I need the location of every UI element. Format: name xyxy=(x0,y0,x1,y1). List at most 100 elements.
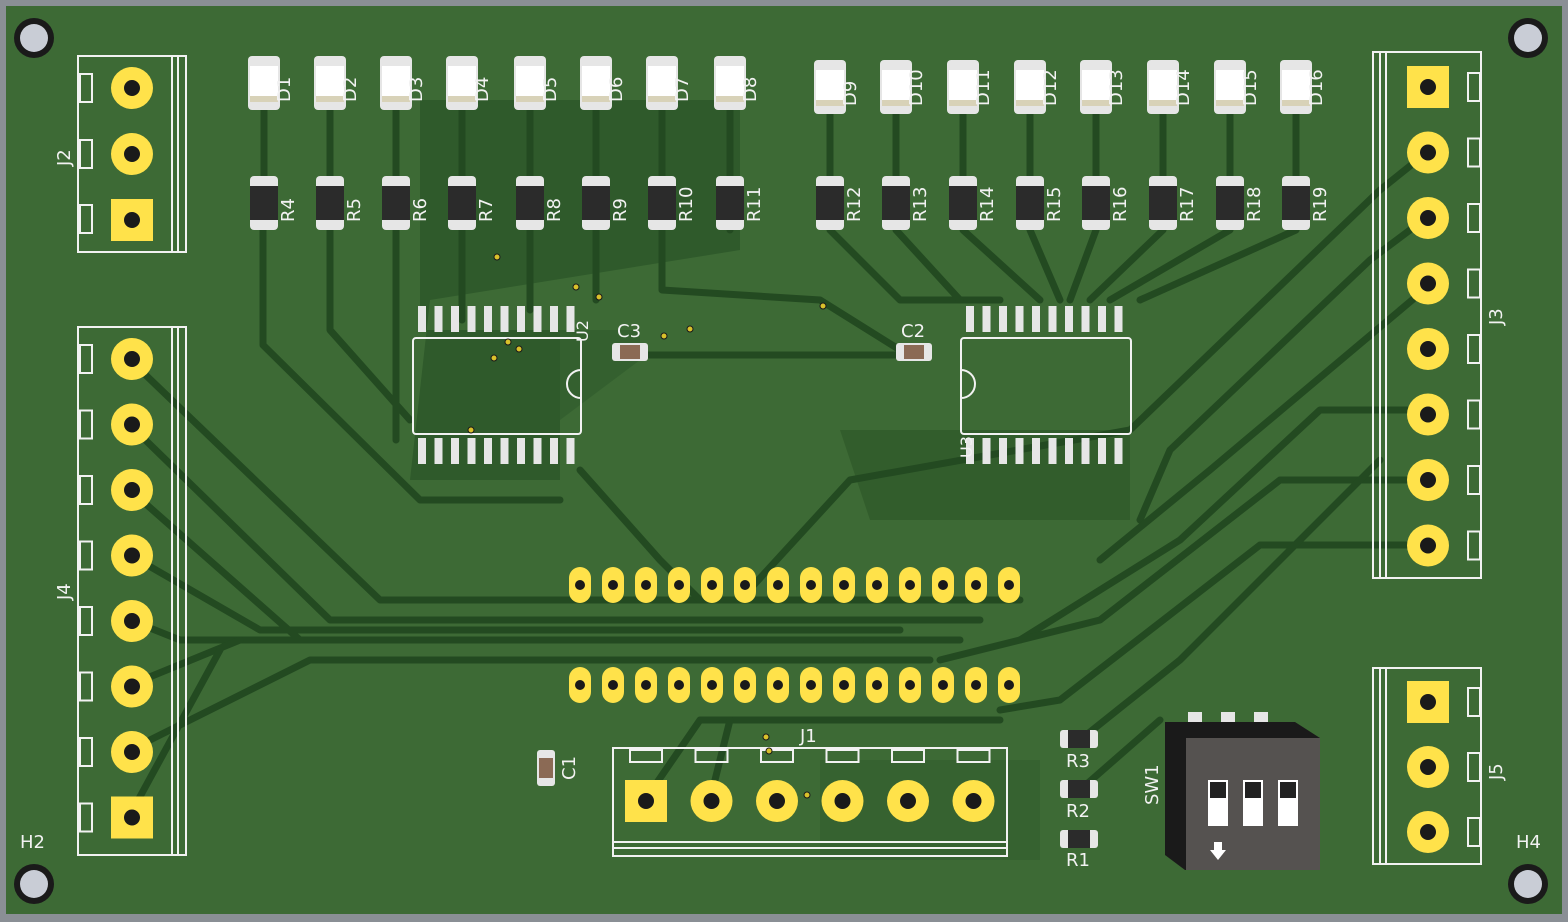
capacitor-c3: C3 xyxy=(612,321,648,361)
ic-pin xyxy=(451,438,459,464)
header-pin xyxy=(635,667,657,703)
header-pin xyxy=(800,667,822,703)
ic-pin xyxy=(1114,306,1123,332)
led: D15 xyxy=(1214,60,1261,114)
resistor-label: R11 xyxy=(744,187,765,222)
led-label: D14 xyxy=(1173,69,1194,106)
ic-pin xyxy=(1065,438,1073,464)
header-pin xyxy=(767,667,789,703)
header-pin xyxy=(734,567,756,603)
resistor-label: R18 xyxy=(1244,187,1265,222)
mount-hole-label-h4: H4 xyxy=(1516,832,1541,853)
led: D8 xyxy=(714,56,761,110)
ic-pin xyxy=(550,438,558,464)
terminal-pad xyxy=(111,469,153,511)
ic-pin xyxy=(1015,306,1024,332)
terminal-pad xyxy=(887,780,929,822)
ic-pin xyxy=(1032,438,1040,464)
terminal-pad xyxy=(1407,811,1449,853)
terminal-pad xyxy=(1407,328,1449,370)
resistor-label: R8 xyxy=(544,198,565,222)
terminal-pad xyxy=(111,67,153,109)
terminal-pad xyxy=(111,665,153,708)
ic-pin xyxy=(1015,438,1024,464)
header-pin xyxy=(833,667,855,703)
ic-pin xyxy=(1065,306,1073,332)
switch-arrow-icon xyxy=(1210,850,1226,860)
ic-pin xyxy=(999,438,1007,464)
resistor: R6 xyxy=(382,176,431,230)
led-label: D10 xyxy=(906,69,927,106)
capacitor-c1: C1 xyxy=(537,750,580,786)
header-pin xyxy=(965,667,987,703)
resistor-label: R9 xyxy=(610,198,631,222)
resistor: R9 xyxy=(582,176,631,230)
header-pin xyxy=(899,567,921,603)
led-label: D1 xyxy=(274,77,295,102)
led-label: D5 xyxy=(540,77,561,102)
switch-label: SW1 xyxy=(1142,764,1163,805)
ic-pin xyxy=(982,306,991,332)
ic-pin xyxy=(966,438,974,464)
connector-label-j4: J4 xyxy=(54,583,75,601)
ic-pin xyxy=(1098,306,1106,332)
ic-pin xyxy=(566,438,575,464)
board-substrate xyxy=(6,6,1562,914)
resistor-label: R16 xyxy=(1110,187,1131,222)
ic-label-u3: U3 xyxy=(957,436,976,458)
ic-pin xyxy=(517,438,525,464)
terminal-pad xyxy=(1407,197,1449,239)
terminal-pad xyxy=(111,133,153,175)
led: D5 xyxy=(514,56,561,110)
ic-pin xyxy=(999,306,1007,332)
cap-label-c3: C3 xyxy=(617,321,641,342)
terminal-pad xyxy=(1407,459,1449,501)
led: D6 xyxy=(580,56,627,110)
led: D16 xyxy=(1280,60,1327,114)
resistor: R15 xyxy=(1016,176,1065,230)
ic-pin xyxy=(1081,438,1090,464)
pin-header-row-bottom xyxy=(569,667,1020,703)
ic-u3: U3 xyxy=(957,306,1132,464)
led: D12 xyxy=(1014,60,1061,114)
led: D11 xyxy=(947,60,994,114)
connector-j5: J5 xyxy=(1372,667,1507,865)
header-pin xyxy=(602,567,624,603)
connector-j4: J4 xyxy=(54,326,187,856)
ic-pin xyxy=(500,438,509,464)
resistor-r1: R1 xyxy=(1060,830,1098,871)
cap-label-c1: C1 xyxy=(559,756,580,780)
header-pin xyxy=(767,567,789,603)
led: D9 xyxy=(814,60,861,114)
header-pin xyxy=(602,667,624,703)
resistor-label: R17 xyxy=(1177,187,1198,222)
terminal-pad xyxy=(1407,131,1449,174)
resistor-label: R6 xyxy=(410,198,431,222)
header-pin xyxy=(569,567,591,603)
res-label-r2: R2 xyxy=(1066,801,1090,822)
connector-j1: J1 xyxy=(612,726,1008,857)
ic-u2: U2 xyxy=(412,306,592,464)
led: D13 xyxy=(1080,60,1127,114)
ic-pin xyxy=(418,306,426,332)
header-pin xyxy=(866,567,888,603)
ic-pin xyxy=(467,438,476,464)
header-pin xyxy=(899,667,921,703)
resistor-label: R7 xyxy=(476,198,497,222)
ic-pin xyxy=(533,306,542,332)
ic-pin xyxy=(484,306,492,332)
header-pin xyxy=(998,667,1020,703)
ic-pin xyxy=(1114,438,1123,464)
terminal-pad xyxy=(756,780,798,822)
resistor-label: R12 xyxy=(844,187,865,222)
switch-slider xyxy=(1208,780,1228,826)
header-pin xyxy=(932,567,954,603)
led-label: D15 xyxy=(1240,69,1261,106)
resistor-label: R5 xyxy=(344,198,365,222)
ic-pin xyxy=(434,438,443,464)
ic-pin xyxy=(1081,306,1090,332)
terminal-pad-square xyxy=(111,796,153,839)
resistor-label: R14 xyxy=(977,187,998,222)
